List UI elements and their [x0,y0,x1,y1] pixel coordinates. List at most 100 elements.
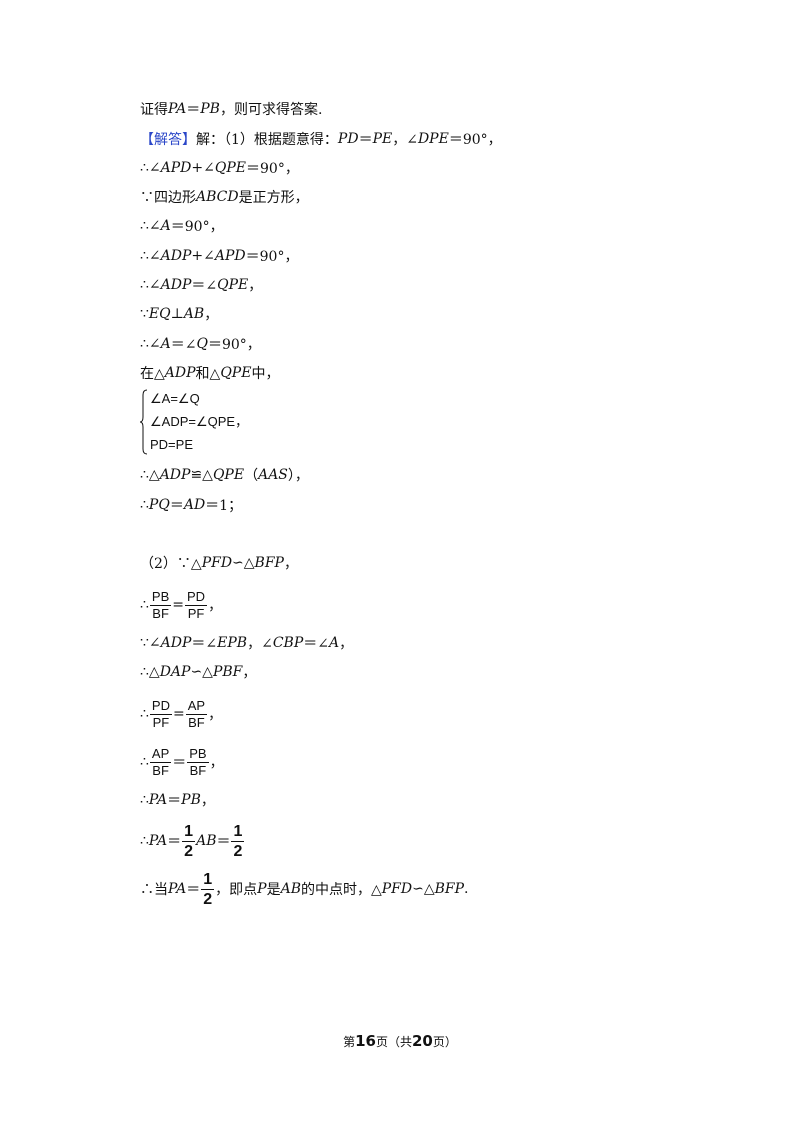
text: ＝∠ [191,278,218,294]
text: ⊥ [170,306,184,322]
denominator: 2 [203,890,213,908]
line-20: ∴PA＝PB， [140,785,215,815]
system-line: ∠A=∠Q [150,391,200,406]
text: 证得 [140,102,168,118]
line-4: ∵四边形 ABCD 是正方形， [140,182,309,212]
text: ∴∠ [140,160,161,176]
text: ∴∠ [140,248,161,264]
text: ＝ [172,755,187,771]
math-var: QPE [217,277,249,293]
math-var: PE [372,131,393,147]
text: ∽△ [190,664,213,680]
system-line: ∠ADP=∠QPE， [150,414,249,429]
numerator: PB [187,745,209,763]
line-3: ∴∠APD+∠QPE＝90°， [140,153,299,183]
math-var: AB [196,833,217,849]
math-var: PD [337,131,359,147]
math-var: PBF [212,664,243,680]
text: ∴ [140,497,149,513]
text: 第 [343,1035,356,1049]
text: ＝∠ [170,337,197,353]
text: ， [208,707,223,723]
text: ， [208,598,223,614]
text: ∴△ [140,467,160,483]
text: ∴ [140,706,149,722]
text: ∴△ [140,664,160,680]
numerator: PD [149,697,172,715]
math-var: P [257,881,267,897]
math-var: QPE [214,160,246,176]
numerator: PD [185,588,208,606]
line-8: ∵EQ⊥AB， [140,299,218,329]
math-var: ABCD [196,189,239,205]
line-conclusion: 证得 PA＝PB，则可求得答案. [140,94,322,124]
math-var: DPE [417,131,449,147]
math-var: BFP [434,881,465,897]
denominator: BF [189,762,207,778]
text: ， [248,278,263,294]
math-var: APD [160,160,192,176]
text: ， [209,755,224,771]
math-var: BFP [254,555,284,571]
line-5: ∴∠A＝90°， [140,211,224,241]
answer-tag: 【解答】 [140,132,196,148]
math-var: PB [200,101,220,117]
text: ≌△ [190,467,213,483]
text: ＝90°， [207,337,261,353]
text: = [172,597,184,613]
numerator: AP [185,697,208,715]
math-var: PQ [148,497,170,513]
text: 的中点时，△ [300,882,382,898]
math-var: ADP [159,467,191,483]
text: ＝ [169,498,184,514]
text: ，∠ [392,132,418,148]
math-var: DAP [159,664,191,680]
math-var: AB [280,881,301,897]
page-number: 16 [355,1032,376,1050]
text: 页） [432,1035,457,1049]
text: +∠ [191,248,215,264]
text: ， [339,636,354,652]
line-10: 在△ADP 和△QPE 中， [140,358,279,388]
text: ， [200,793,215,809]
text: ， [283,556,298,572]
text: . [464,881,469,897]
math-var: PA [168,881,187,897]
line-part2-start: （2）∵△PFD∽△BFP， [140,548,298,578]
text: ＝ [358,132,373,148]
text: ，则可求得答案. [219,102,323,118]
text: ∽△ [412,881,435,897]
system-line: PD=PE [150,437,193,452]
math-var: Q [196,336,208,352]
text: 中， [251,366,280,382]
denominator: 2 [184,842,194,860]
text: ∵∠ [140,635,161,651]
line-solution-start: 【解答】解：（1）根据题意得：PD＝PE，∠DPE＝90°， [140,124,502,154]
text: （ [244,468,259,484]
math-var: A [160,218,171,234]
line-6: ∴∠ADP+∠APD＝90°， [140,241,298,271]
denominator: PF [152,714,170,730]
numerator: 1 [182,822,196,842]
denominator: PF [187,605,205,621]
text: ）， [287,468,309,484]
text: 解：（1）根据题意得： [196,132,338,148]
numerator: 1 [231,822,245,842]
text: = [172,706,185,722]
math-var: AD [183,497,206,513]
line-12: ∴△ADP≌△QPE（AAS）， [140,460,309,490]
text: ＝ [216,834,231,850]
math-var: CBP [272,635,304,651]
text: +∠ [191,160,215,176]
text: ＝90°， [448,132,502,148]
text: ∴∠ [140,218,161,234]
total-pages: 20 [412,1032,433,1050]
denominator: BF [152,762,169,778]
text: ＝ [186,882,201,898]
text: ∴ [140,833,149,849]
